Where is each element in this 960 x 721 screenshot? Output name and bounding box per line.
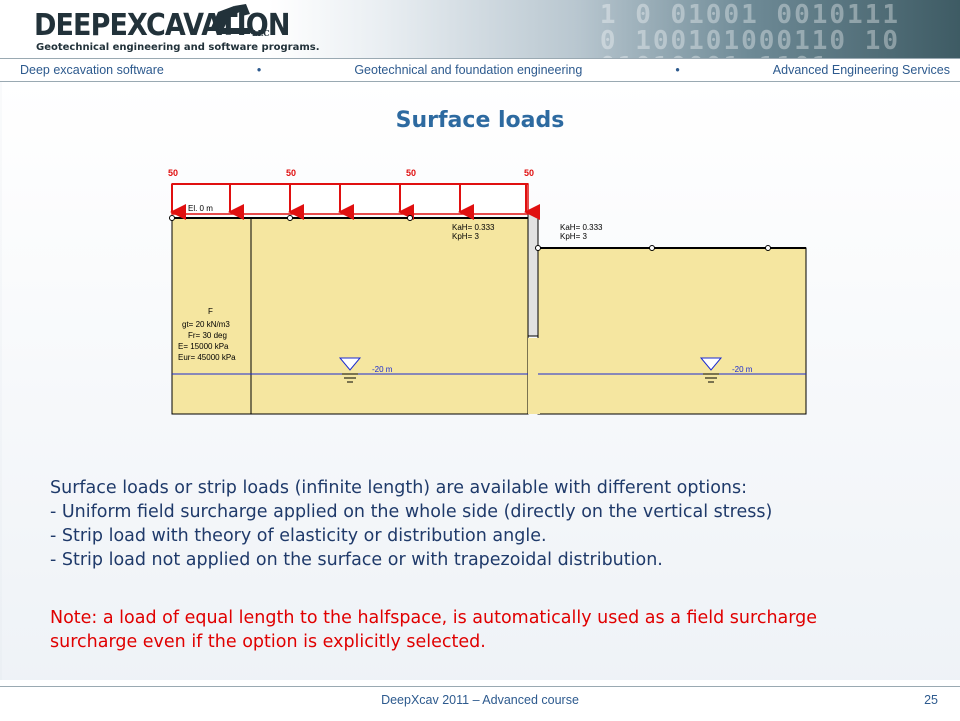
load-label: 50 (286, 168, 296, 178)
description-line: - Strip load with theory of elasticity o… (50, 526, 547, 546)
point-marker (765, 245, 771, 251)
note-line: surcharge even if the option is explicit… (50, 632, 486, 652)
point-marker (649, 245, 655, 251)
footer: DeepXcav 2011 – Advanced course 25 (0, 686, 960, 721)
left-kah-label: KaH= 0.333 (452, 223, 495, 232)
load-label: 50 (524, 168, 534, 178)
point-marker (169, 215, 175, 221)
soil-gt-label: gt= 20 kN/m3 (182, 320, 230, 329)
description-text: Surface loads or strip loads (infinite l… (50, 476, 940, 572)
soil-e-label: E= 15000 kPa (178, 342, 229, 351)
excavator-logo-icon (210, 4, 250, 34)
nav-link-deep-excavation-software[interactable]: Deep excavation software (20, 63, 164, 77)
description-line: Surface loads or strip loads (infinite l… (50, 478, 748, 498)
load-label: 50 (168, 168, 178, 178)
water-symbol-left-icon (338, 357, 362, 383)
point-marker (287, 215, 293, 221)
point-marker (535, 245, 541, 251)
slide-title: Surface loads (395, 108, 565, 133)
logo-suffix: LLC (252, 28, 270, 38)
soil-eur-label: Eur= 45000 kPa (178, 353, 236, 362)
soil-right-region (537, 247, 807, 415)
surface-load-diagram: -20 m -20 m 50 50 50 50 El. 0 m KaH= 0.3… (168, 168, 807, 415)
soil-name-label: F (208, 307, 213, 316)
load-label: 50 (406, 168, 416, 178)
surcharge-load[interactable] (170, 183, 540, 220)
right-kph-label: KpH= 3 (560, 232, 587, 241)
water-symbol-right-icon (699, 357, 723, 383)
soil-below-wall (528, 338, 540, 414)
note-text: Note: a load of equal length to the half… (50, 606, 940, 654)
description-line: - Uniform field surcharge applied on the… (50, 502, 773, 522)
soil-fr-label: Fr= 30 deg (188, 331, 227, 340)
soil-left-region (171, 217, 529, 415)
page-number: 25 (924, 693, 938, 707)
nav-separator: • (675, 63, 680, 77)
nav-link-advanced-engineering[interactable]: Advanced Engineering Services (772, 63, 950, 77)
elevation-label: El. 0 m (188, 204, 213, 213)
water-level-right: -20 m (732, 365, 753, 374)
point-marker (407, 215, 413, 221)
logo-tagline: Geotechnical engineering and software pr… (36, 42, 320, 53)
water-level-left: -20 m (372, 365, 393, 374)
description-line: - Strip load not applied on the surface … (50, 550, 663, 570)
nav-bar: Deep excavation software • Geotechnical … (0, 58, 960, 82)
nav-link-geotechnical-engineering[interactable]: Geotechnical and foundation engineering (354, 63, 583, 77)
nav-separator: • (256, 63, 262, 77)
footer-course: DeepXcav 2011 – Advanced course (381, 693, 579, 707)
note-line: Note: a load of equal length to the half… (50, 608, 818, 628)
retaining-wall (527, 211, 539, 337)
right-kah-label: KaH= 0.333 (560, 223, 603, 232)
left-kph-label: KpH= 3 (452, 232, 479, 241)
